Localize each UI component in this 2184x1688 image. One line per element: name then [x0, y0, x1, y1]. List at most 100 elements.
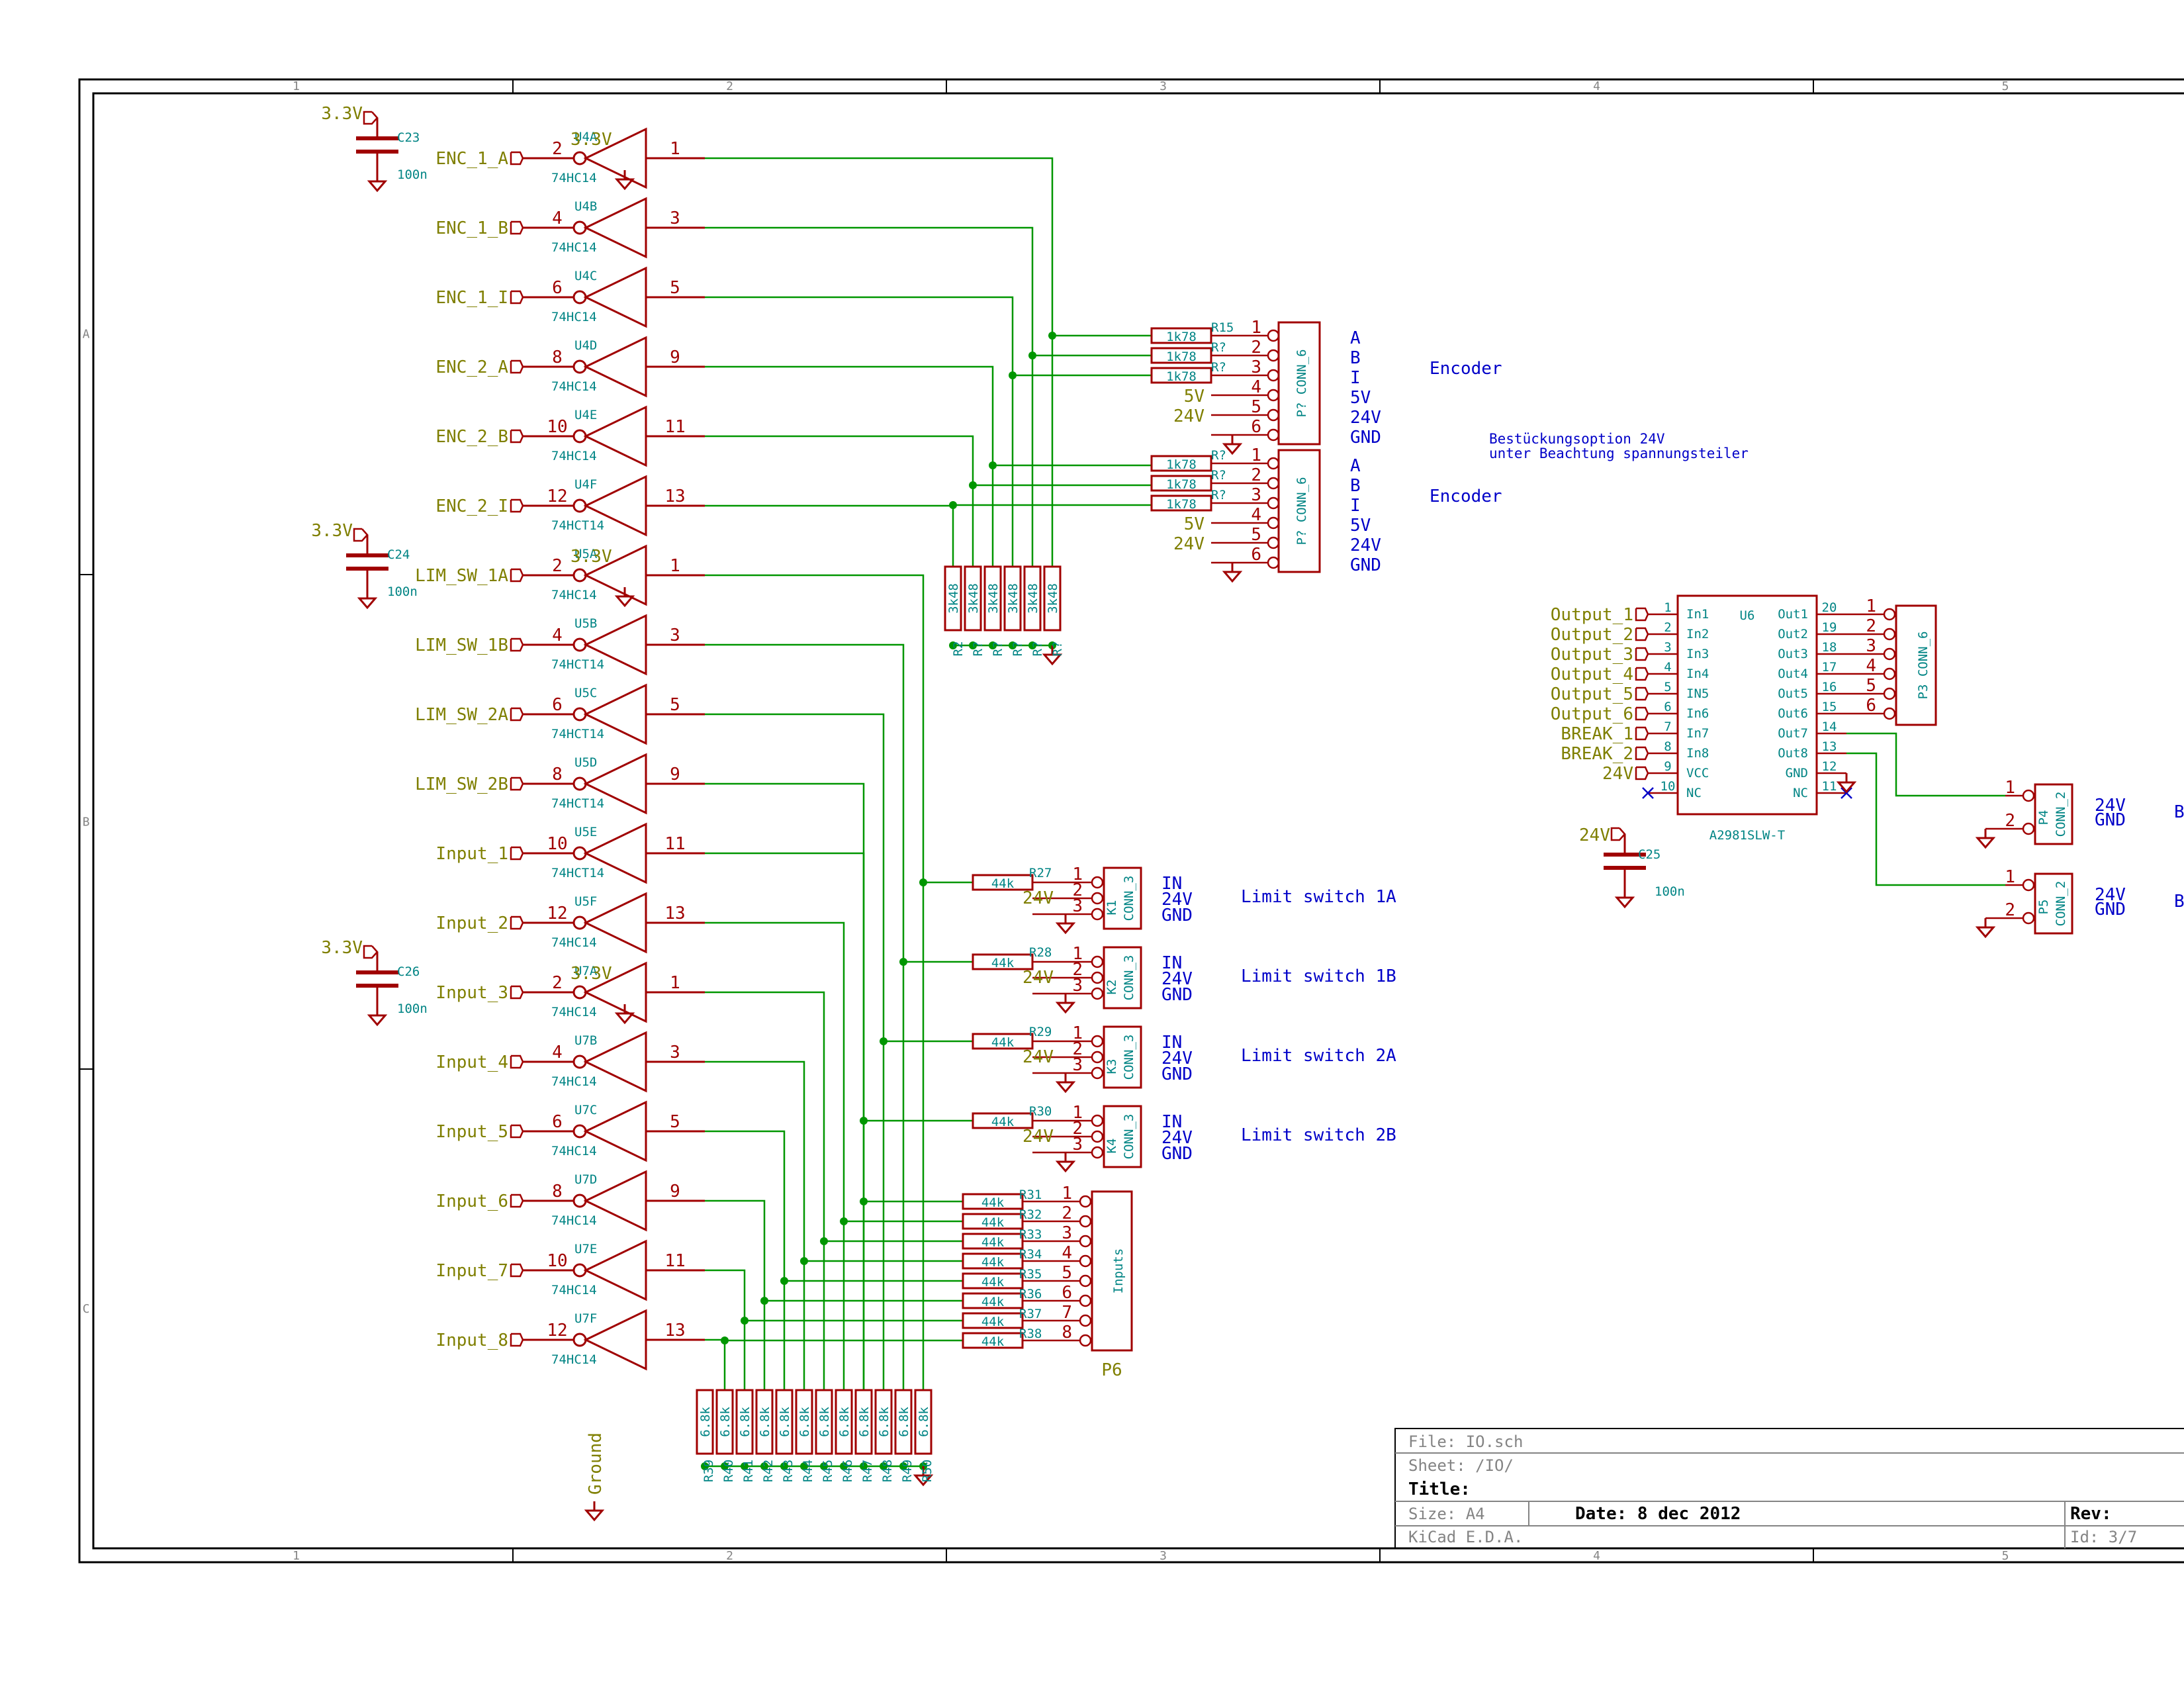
encoder-series-resistor [1150, 327, 1212, 344]
inverter-gate [523, 197, 705, 259]
drawing-frame [78, 78, 2184, 1564]
pulldown-resistor-6k8 [854, 1389, 873, 1455]
inverter-gate [523, 127, 705, 189]
gate-input-pin: 6 [552, 1112, 563, 1132]
encoder-pin-number: 1 [1251, 318, 1261, 338]
pulldown-resistor-6k8 [894, 1389, 913, 1455]
encoder-signal-label: 24V [1350, 408, 1381, 428]
driver-left-pin: 1 [1664, 600, 1671, 615]
decoupling-capacitor [346, 535, 388, 589]
junctions [701, 332, 1056, 1470]
output-connector [1846, 604, 1937, 726]
gate-input-pin: 12 [547, 1321, 567, 1340]
encoder-pin-number: 6 [1251, 545, 1261, 565]
c25-reference: C25 [1638, 847, 1661, 862]
brake-pin-number: 2 [2005, 811, 2015, 831]
limit-signal-label: 24V [1161, 1049, 1193, 1068]
pulldown-resistor-6k8 [795, 1389, 813, 1455]
net-label-text: Input_1 [435, 844, 508, 864]
power-flag [363, 111, 379, 125]
gate-reference: U4F [574, 477, 597, 492]
driver-right-pin-name: Out5 [1778, 686, 1808, 701]
gate-output-pin: 3 [670, 1043, 680, 1062]
gate-output-pin: 13 [664, 904, 685, 923]
cap-power-label: 3.3V [321, 938, 363, 958]
driver-right-pin-name: Out8 [1778, 746, 1808, 761]
pulldown-resistor-6k8 [775, 1389, 794, 1455]
encoder-signal-label: A [1350, 456, 1361, 476]
pulldown-6k8-reference: R39 [702, 1460, 716, 1482]
net-label [510, 915, 524, 930]
limit-switch-connector [1032, 1105, 1142, 1168]
limit-title: Limit switch 1B [1241, 966, 1396, 986]
pulldown-resistor-6k8 [755, 1389, 774, 1455]
junction [780, 1277, 788, 1285]
driver-net-flag [1635, 667, 1649, 681]
gate-output-pin: 5 [670, 278, 680, 298]
title-block-sheet: Sheet: /IO/ [1408, 1456, 1514, 1475]
frame-row-left: A [83, 328, 90, 342]
gate-value: 74HC14 [551, 1283, 597, 1297]
frame-col-top: 5 [2002, 79, 2009, 93]
limit-switch-connector [1032, 946, 1142, 1009]
net-label-text: ENC_1_B [435, 218, 508, 238]
inverter-gate [523, 544, 705, 606]
gate-output-pin: 1 [670, 973, 680, 993]
junction [969, 481, 977, 489]
inverter-gate [523, 822, 705, 884]
driver-decoupling-capacitor [1604, 834, 1646, 888]
driver-right-pin-name: NC [1793, 786, 1808, 800]
gate-input-pin: 12 [547, 904, 567, 923]
net-label [510, 846, 524, 861]
pulldown-reference: R? [1011, 641, 1025, 657]
gate-value: 74HC14 [551, 171, 597, 185]
driver-right-pin: 18 [1822, 640, 1837, 655]
driver-reference: U6 [1740, 608, 1755, 623]
encoder-signal-label: B [1350, 348, 1361, 368]
encoder-series-resistor [1150, 455, 1212, 472]
gate-input-pin: 4 [552, 209, 563, 228]
driver-net-label: BREAK_1 [1561, 724, 1633, 744]
net-label-text: ENC_1_A [435, 149, 508, 169]
gate-output-pin: 1 [670, 556, 680, 576]
gate-ground [614, 1004, 635, 1025]
gate-reference: U5E [574, 825, 597, 839]
limit-switch-connector [1032, 1025, 1142, 1089]
gate-input-pin: 6 [552, 695, 563, 715]
driver-right-pin: 15 [1822, 700, 1837, 714]
junction [741, 1462, 749, 1470]
limit-resistor-reference: R28 [1029, 945, 1052, 960]
pulldown-resistor-3k48-value: 3k48 [1026, 583, 1040, 614]
gate-reference: U4D [574, 338, 597, 353]
pulldown-resistor-6k8-value: 6.8k [817, 1407, 832, 1437]
pulldown-resistor-3k48 [983, 565, 1002, 632]
gate-value: 74HC14 [551, 240, 597, 255]
frame-col-bottom: 3 [1160, 1549, 1167, 1563]
limit-pin-number: 3 [1072, 896, 1083, 916]
pulldown-resistor-6k8 [735, 1389, 754, 1455]
frame-row-left: C [83, 1302, 90, 1316]
inverter-gate [523, 1031, 705, 1093]
net-label-text: LIM_SW_1B [415, 635, 508, 655]
driver-right-pin-name: Out3 [1778, 647, 1808, 661]
junction [820, 1462, 828, 1470]
frame-col-bottom: 4 [1593, 1549, 1600, 1563]
pulldown-6k8-reference: R43 [781, 1460, 796, 1482]
driver-right-pin-name: Out7 [1778, 726, 1808, 741]
encoder-pin-number: 4 [1251, 377, 1261, 397]
junction [1009, 641, 1017, 649]
junction [1009, 371, 1017, 379]
cap-value: 100n [397, 167, 428, 182]
output-pin-number: 5 [1866, 676, 1876, 696]
encoder-series-resistor [1150, 367, 1212, 384]
pulldown-6k8-reference: R44 [801, 1460, 815, 1482]
encoder-connector [1211, 449, 1321, 573]
input-series-resistor-value: 44k [981, 1235, 1005, 1250]
gate-output-pin: 9 [670, 765, 680, 784]
pulldown-resistor-3k48 [1003, 565, 1022, 632]
brake-note-cut: B [2174, 802, 2184, 822]
driver-left-pin-name: In4 [1686, 667, 1709, 681]
gate-output-pin: 11 [664, 834, 685, 854]
driver-net-label: Output_2 [1551, 625, 1633, 645]
